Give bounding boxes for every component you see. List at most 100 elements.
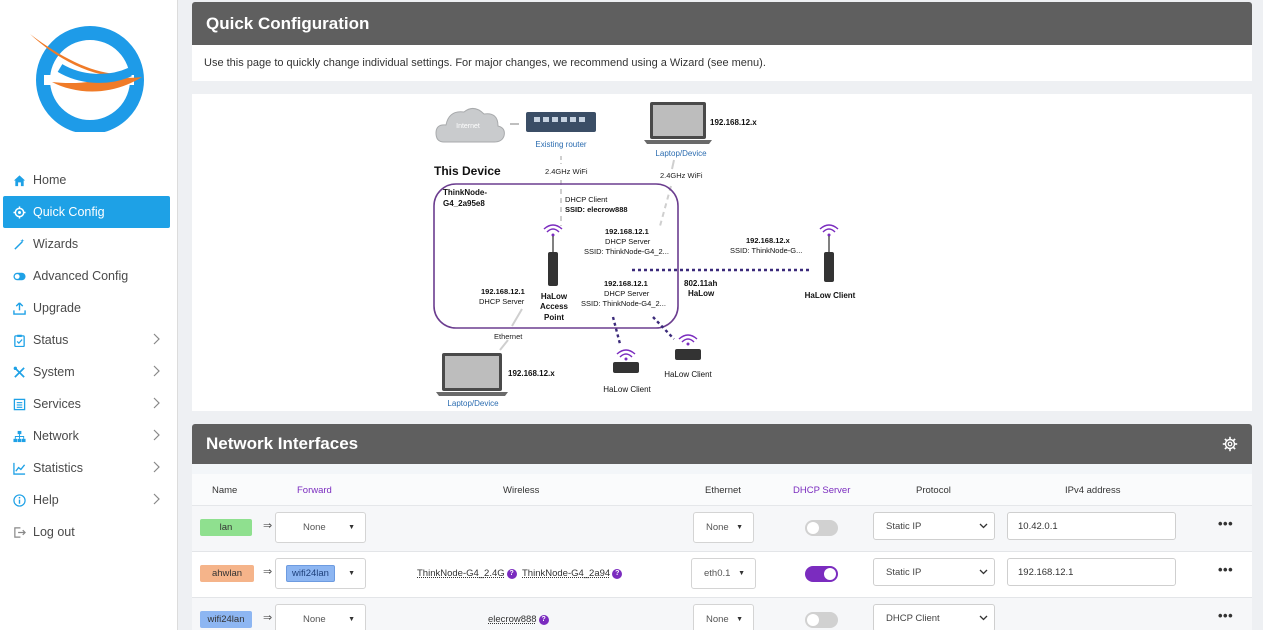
row-menu-button[interactable]: ••• [1218,562,1234,577]
sidebar-item-upgrade[interactable]: Upgrade [0,292,176,324]
laptop-bottom-label: Laptop/Device [447,399,499,408]
wifi-right-label: 2.4GHz WiFi [660,171,703,180]
help-icon[interactable]: ? [538,615,549,625]
wand-icon [12,237,26,251]
wireless-link[interactable]: ThinkNode-G4_2.4G? [417,568,517,579]
sidebar-item-home[interactable]: Home [0,164,176,196]
wireless-ssid: ThinkNode-G4_2a94 [522,568,611,579]
protocol-value: Static IP [886,566,922,578]
home-icon [12,173,26,187]
sidebar-item-wizards[interactable]: Wizards [0,228,176,260]
sidebar-item-label: Statistics [33,461,84,475]
ipv4-input[interactable]: 192.168.12.1 [1007,558,1176,586]
row-menu-button[interactable]: ••• [1218,608,1234,623]
sidebar-item-status[interactable]: Status [0,324,176,356]
halow-client-icon [824,252,834,282]
protocol-value: DHCP Client [886,612,940,624]
row-menu-button[interactable]: ••• [1218,516,1234,531]
ip-left: 192.168.12.1 [481,287,525,296]
ssid-client-label: SSID: elecrow888 [565,205,628,214]
sidebar: Home Quick Config Wizards Advanced Confi… [0,0,178,630]
gear-icon[interactable] [1222,436,1238,452]
wifi-left-label: 2.4GHz WiFi [545,167,588,176]
device-name-line2: G4_2a95e8 [443,199,485,208]
cloud-icon [435,108,505,143]
col-protocol: Protocol [916,485,951,496]
sidebar-nav: Home Quick Config Wizards Advanced Confi… [0,164,176,548]
sidebar-item-label: Quick Config [33,205,105,219]
laptop-icon [644,102,712,144]
sidebar-item-log-out[interactable]: Log out [0,516,176,548]
forward-value: None [303,522,326,533]
forward-select[interactable]: None ▼ [275,512,366,543]
wireless-ssid: ThinkNode-G4_2.4G [417,568,505,579]
table-row: wifi24lan ⇒ None ▼ elecrow888? None ▼ DH… [192,598,1252,630]
upload-icon [12,301,26,315]
wifi-icon [543,224,563,237]
ethernet-value: None [706,614,729,625]
ethernet-select[interactable]: None ▼ [693,604,754,630]
interfaces-table: Name Forward Wireless Ethernet DHCP Serv… [192,464,1252,630]
ipv4-input[interactable]: 10.42.0.1 [1007,512,1176,540]
ssid-mid: SSID: ThinkNode-G4_2... [584,247,669,256]
sidebar-item-label: Home [33,173,67,187]
protocol-select[interactable]: Static IP [873,512,995,540]
info-icon [12,493,26,507]
sidebar-item-network[interactable]: Network [0,420,176,452]
ap-label-1: HaLow [541,292,568,301]
forward-arrow: ⇒ [263,520,273,532]
chevron-right-icon [153,461,160,473]
ethernet-select[interactable]: eth0.1 ▼ [691,558,756,589]
caret-down-icon: ▼ [736,616,743,623]
sidebar-item-label: Upgrade [33,301,81,315]
wireless-link[interactable]: ThinkNode-G4_2a94? [522,568,623,579]
sidebar-item-statistics[interactable]: Statistics [0,452,176,484]
wireless-link[interactable]: elecrow888? [488,614,549,625]
forward-arrow: ⇒ [263,612,273,624]
sidebar-item-advanced-config[interactable]: Advanced Config [0,260,176,292]
router-icon [526,112,596,132]
protocol-select[interactable]: Static IP [873,558,995,586]
dhcp-server-low: DHCP Server [604,289,650,298]
forward-select[interactable]: wifi24lan ▼ [275,558,366,589]
dhcp-server-mid: DHCP Server [605,237,651,246]
dhcp-server-toggle[interactable] [805,520,838,536]
toggle-knob [824,568,836,580]
sidebar-item-system[interactable]: System [0,356,176,388]
existing-router-label: Existing router [535,140,586,149]
access-point-icon [548,252,558,286]
halow-client-b-label: HaLow Client [664,370,712,379]
forward-select[interactable]: None ▼ [275,604,366,630]
sidebar-item-quick-config[interactable]: Quick Config [3,196,170,228]
sidebar-item-label: Network [33,429,79,443]
caret-down-icon: ▼ [348,570,355,577]
sidebar-item-services[interactable]: Services [0,388,176,420]
halow-client-icon [675,349,701,360]
toggle-icon [12,269,26,283]
help-icon[interactable]: ? [612,569,623,579]
dhcp-server-toggle[interactable] [805,612,838,628]
toggle-knob [807,614,819,626]
help-icon[interactable]: ? [506,569,517,579]
chart-icon [12,461,26,475]
caret-down-icon: ▼ [738,570,745,577]
ssid-low: SSID: ThinkNode-G4_2... [581,299,666,308]
interface-name-badge: wifi24lan [200,611,252,628]
col-ethernet: Ethernet [705,485,741,496]
protocol-select[interactable]: DHCP Client [873,604,995,630]
sidebar-item-label: Help [33,493,59,507]
wifi-icon [678,334,698,346]
laptop-top-ip: 192.168.12.x [710,118,757,127]
halow-client-right-label: HaLow Client [805,291,856,300]
chevron-right-icon [153,365,160,377]
forward-value: wifi24lan [286,565,335,582]
ip-mid: 192.168.12.1 [605,227,649,236]
halow-client-icon [613,362,639,373]
sidebar-item-help[interactable]: Help [0,484,176,516]
ethernet-value: eth0.1 [704,568,731,579]
dhcp-server-toggle[interactable] [805,566,838,582]
dhcp-client-label: DHCP Client [565,195,608,204]
caret-down-icon: ▼ [348,616,355,623]
chevron-down-icon [979,615,988,621]
ethernet-select[interactable]: None ▼ [693,512,754,543]
